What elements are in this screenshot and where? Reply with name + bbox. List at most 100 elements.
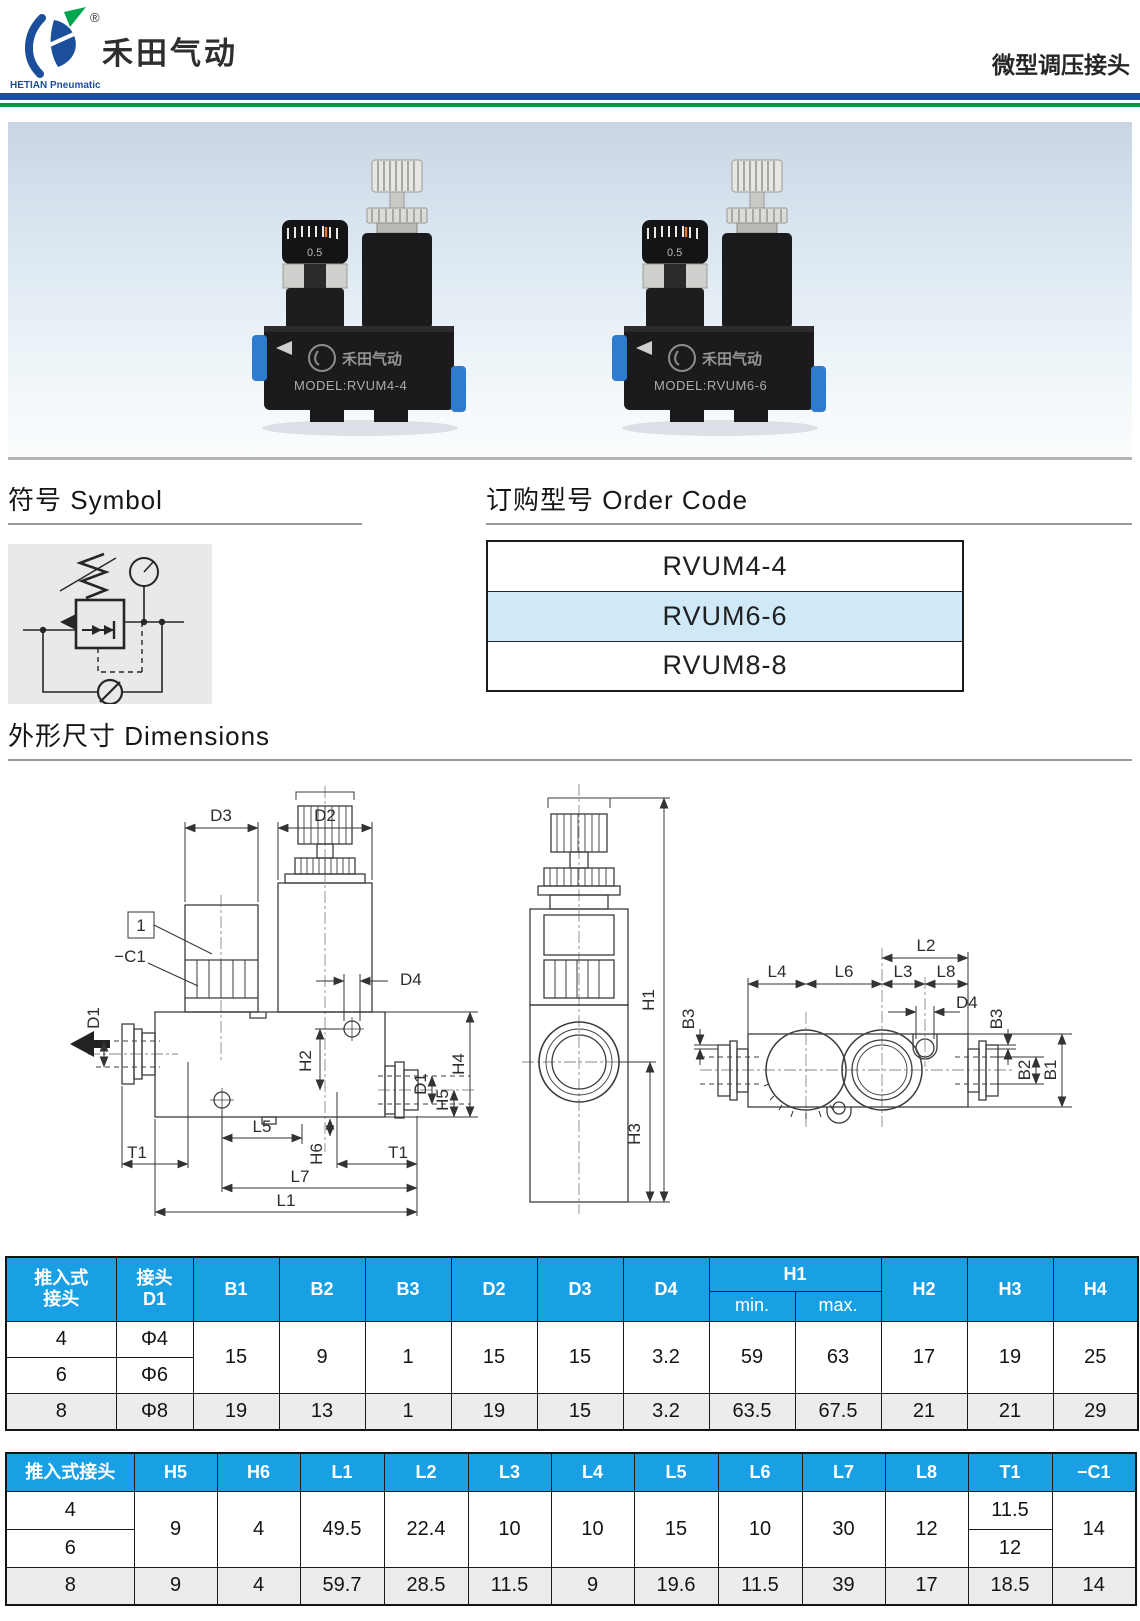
col-header-c1-wrench: −C1 (1051, 1452, 1137, 1492)
cell-d4: 3.2 (622, 1392, 710, 1431)
cell-d2: 19 (450, 1392, 538, 1431)
gauge-needle (143, 560, 155, 573)
dim-label-h4: H4 (449, 1053, 468, 1075)
spring-symbol (76, 552, 110, 600)
cell-c1: 14 (1051, 1566, 1137, 1606)
push-fitting-left (252, 335, 267, 381)
product-photo-rvum6-6: 0.5 禾田气动 MODEL:RVUM6-6 (612, 159, 826, 436)
gauge-ticks (287, 226, 338, 239)
knob-collar (376, 222, 418, 234)
front-view (88, 786, 476, 1152)
cell-b2: 13 (278, 1392, 366, 1431)
col-header-h3: H3 (966, 1256, 1054, 1322)
dim-label-l7: L7 (291, 1167, 310, 1186)
cell-c1: 14 (1051, 1490, 1137, 1568)
dim-label-wrench-c1: −C1 (114, 947, 146, 966)
foot-right (734, 410, 768, 422)
table-row-size6: 6 Φ6 (5, 1356, 1138, 1394)
logo-slash (33, 32, 75, 54)
dim-label-d3: D3 (210, 806, 232, 825)
order-code-rvum8-8: RVUM8-8 (486, 640, 964, 692)
col-header-joint-d1: 接头 D1 (115, 1256, 194, 1322)
cell-h5: 9 (133, 1490, 218, 1568)
flow-arrow-mark (276, 341, 292, 355)
col-header-d4: D4 (622, 1256, 710, 1322)
col-header-h1-max: max. (794, 1290, 882, 1322)
push-fitting-left (612, 335, 627, 381)
col-header-b3: B3 (364, 1256, 452, 1322)
table-row-highlighted: RVUM6-6 (486, 590, 964, 642)
col-header-l7: L7 (801, 1452, 886, 1492)
cell-h3: 19 (966, 1320, 1054, 1394)
col-header-l1: L1 (299, 1452, 385, 1492)
gauge-band-center (304, 264, 326, 288)
dim-label-d2: D2 (314, 806, 336, 825)
header-rule-green (0, 103, 1140, 107)
dimension-drawing: D3 D2 1 −C1 D4 D1 H2 D1 H5 H4 L5 H6 T1 T… (70, 784, 1072, 1217)
dim-label-l6: L6 (835, 962, 854, 981)
cell-t1: 12 (967, 1528, 1053, 1568)
body-model-text: MODEL:RVUM6-6 (654, 378, 767, 393)
dim-label-d4: D4 (400, 970, 422, 989)
dim-label-d1-right: D1 (411, 1073, 430, 1095)
product-shadow (262, 420, 458, 436)
cell-size: 8 (5, 1392, 117, 1431)
dim-label-h3: H3 (625, 1123, 644, 1145)
knob-stem (389, 191, 405, 209)
valve-body-symbol (74, 598, 126, 650)
dim-label-t1-right: T1 (388, 1143, 408, 1162)
cell-d3: 15 (536, 1392, 624, 1431)
cell-h2: 17 (880, 1320, 968, 1394)
dim-label-l4: L4 (768, 962, 787, 981)
spec-table-2: 推入式接头 H5 H6 L1 L2 L3 L4 L5 L6 L7 L8 T1 −… (5, 1452, 1137, 1606)
pneumatic-symbol (23, 552, 184, 706)
flow-arrowhead-1 (92, 625, 102, 635)
brand-logo-mark: ® HETIAN Pneumatic (10, 7, 101, 91)
dim-label-h6: H6 (307, 1143, 326, 1165)
cell-joint: Φ6 (115, 1356, 194, 1394)
col-header-l2: L2 (383, 1452, 469, 1492)
cell-l2: 22.4 (383, 1490, 469, 1568)
dim-label-d1-left: D1 (84, 1007, 103, 1029)
cell-size: 4 (5, 1320, 117, 1358)
col-header-l3: L3 (467, 1452, 552, 1492)
col-header-h1-min: min. (708, 1290, 796, 1322)
cell-l2: 28.5 (383, 1566, 469, 1606)
foot-right (374, 410, 408, 422)
page-header: ® HETIAN Pneumatic 禾田气动 微型调压接头 (0, 0, 1140, 110)
foot-left (670, 410, 704, 422)
cell-joint: Φ8 (115, 1392, 194, 1431)
knob-knurl (377, 161, 415, 191)
top-view (700, 948, 1015, 1127)
cell-size: 6 (5, 1356, 117, 1394)
cell-h1-min: 63.5 (708, 1392, 796, 1431)
valve-body (264, 326, 454, 410)
col-header-b1: B1 (192, 1256, 280, 1322)
cell-h6: 4 (216, 1566, 301, 1606)
body-logo-swoosh (674, 350, 680, 366)
table-row-size8: 8 Φ8 19 13 1 19 15 3.2 63.5 67.5 21 21 2… (5, 1392, 1139, 1431)
dim-label-h1: H1 (639, 989, 658, 1011)
col-header-h1: H1 (708, 1256, 882, 1292)
order-code-table: RVUM4-4 RVUM6-6 RVUM8-8 (486, 540, 964, 692)
gauge-body (646, 288, 704, 330)
dim-label-l1: L1 (277, 1191, 296, 1210)
adjust-arrow (59, 557, 117, 592)
col-header-h2: H2 (880, 1256, 968, 1322)
col-header-h5: H5 (133, 1452, 218, 1492)
order-title-rule (486, 523, 1132, 525)
cell-l6: 11.5 (717, 1566, 803, 1606)
dim-label-h5: H5 (433, 1089, 452, 1111)
cell-h4: 25 (1052, 1320, 1139, 1394)
cell-l6: 10 (717, 1490, 803, 1568)
symbol-section-title: 符号 Symbol (8, 485, 163, 515)
table-row-size6: 6 12 (5, 1528, 1136, 1568)
body-logo-swoosh (314, 350, 320, 366)
brand-name: 禾田气动 (102, 36, 238, 71)
dimensions-section-title: 外形尺寸 Dimensions (8, 721, 271, 751)
knob-collar (736, 222, 778, 234)
cell-l5: 19.6 (633, 1566, 719, 1606)
regulator-tower (722, 233, 792, 329)
dimensions-title-rule (8, 759, 1132, 761)
